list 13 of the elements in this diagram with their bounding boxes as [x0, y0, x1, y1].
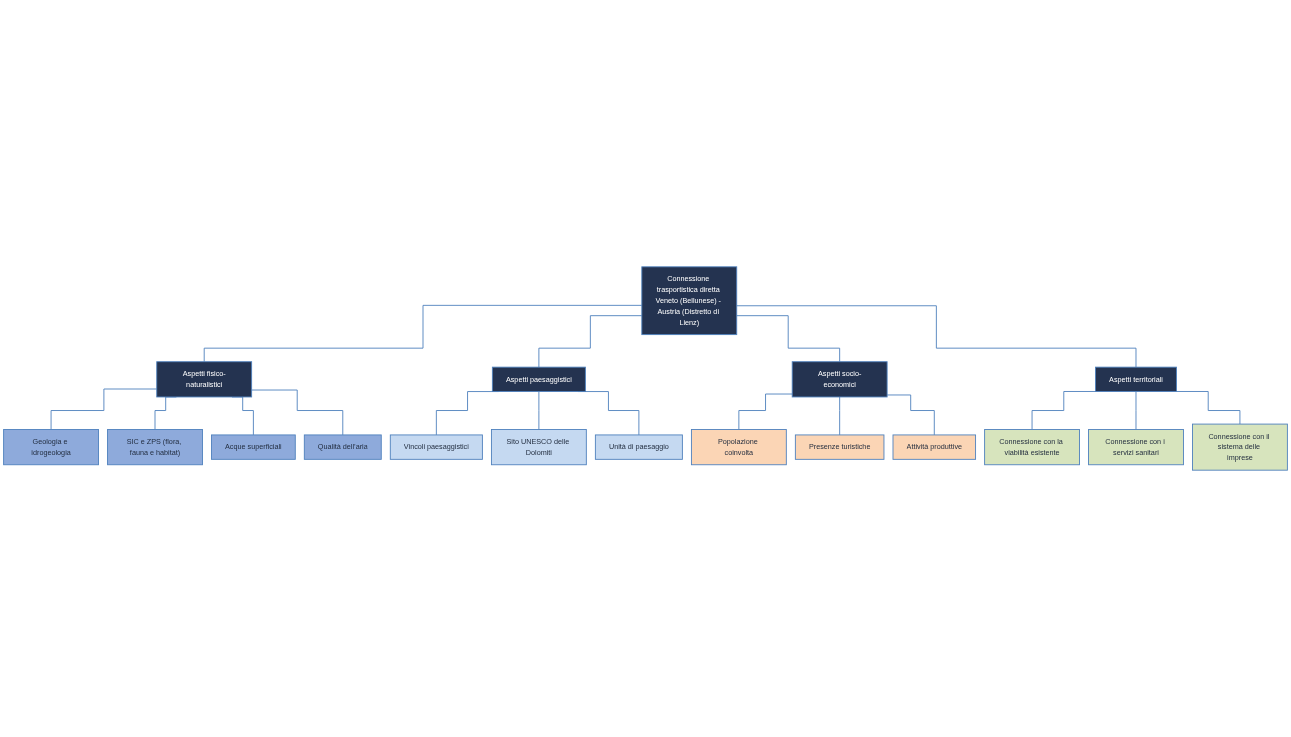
- connector: [1135, 391, 1137, 430]
- connector: [839, 396, 841, 436]
- connector: [538, 391, 540, 430]
- connector: [736, 315, 841, 363]
- connector: [251, 389, 344, 436]
- connector: [1176, 391, 1241, 425]
- connector: [1031, 391, 1096, 430]
- connector: [886, 394, 935, 436]
- connector: [203, 304, 643, 363]
- connector: [538, 315, 643, 368]
- connector: [50, 388, 158, 430]
- connector: [736, 305, 1137, 368]
- connector: [738, 393, 793, 430]
